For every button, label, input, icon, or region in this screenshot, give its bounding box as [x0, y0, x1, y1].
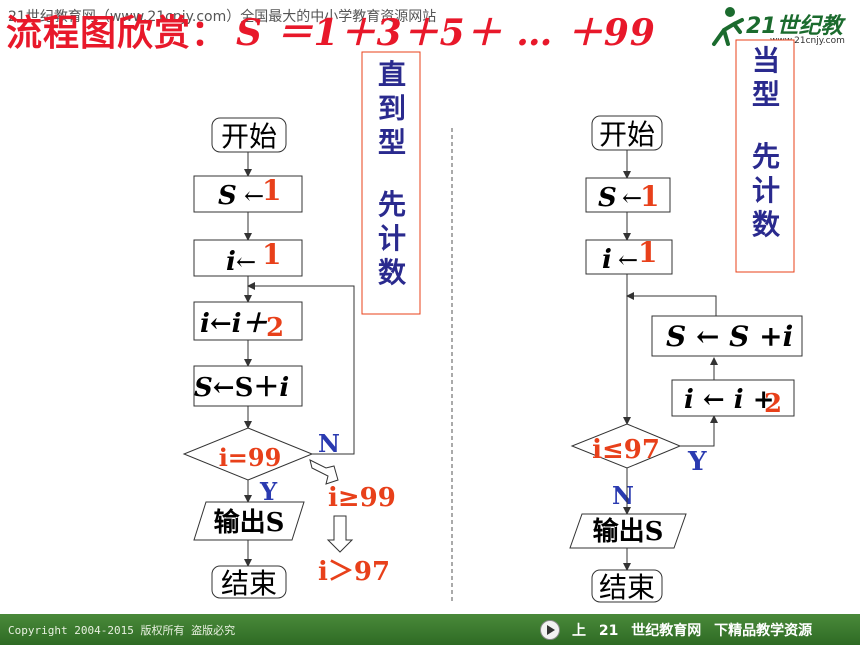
left-hint-arrow-1 — [309, 459, 339, 485]
right-s-init-var: S — [598, 183, 617, 213]
flowchart-diagram: 开始 S ← 1 i ← 1 i←i＋ 2 S←S＋i i=99 N Y — [182, 39, 803, 604]
right-sum-expr: S ← S +i — [666, 320, 793, 353]
right-sum-box — [651, 315, 803, 357]
right-end-label: 结束 — [599, 571, 655, 604]
right-s-init-value: 1 — [640, 180, 659, 213]
left-note-box — [361, 51, 421, 315]
copyright-text: Copyright 2004-2015 版权所有 盗版必究 — [8, 624, 236, 637]
runner-icon — [712, 7, 744, 46]
left-note-char-3: 型 — [378, 126, 406, 159]
right-s-init-arrow: ← — [622, 184, 642, 212]
right-flowchart: 开始 S ← 1 i ← 1 i≤97 Y i ← i + 2 S ← S +i… — [569, 39, 803, 604]
right-i-init-box — [585, 239, 673, 275]
left-output-label: 输出S — [214, 507, 285, 538]
left-step-box — [193, 301, 303, 341]
right-i-init-arrow: ← — [618, 246, 638, 274]
title-formula: S ＝1＋3＋5＋ … ＋99 — [236, 12, 656, 54]
left-end-node — [211, 565, 287, 599]
left-note-char-2: 到 — [378, 92, 406, 125]
page-title: 流程图欣赏：S ＝1＋3＋5＋ … ＋99 — [6, 4, 656, 56]
left-s-init-arrow: ← — [244, 182, 264, 210]
left-step-expr: i←i＋ — [200, 309, 268, 339]
right-i-init-value: 1 — [638, 236, 657, 269]
right-step-box — [671, 379, 795, 417]
right-step-expr: i ← i + — [684, 385, 774, 415]
right-output-label: 输出S — [593, 516, 664, 547]
right-note-char-2: 型 — [752, 78, 780, 111]
right-note-box — [735, 39, 795, 273]
left-no-label: N — [318, 429, 340, 458]
left-start-node — [211, 117, 287, 153]
right-output-node — [569, 513, 687, 549]
right-note-text: 当 型 先 计 数 — [752, 44, 781, 241]
left-sum-box — [193, 365, 303, 407]
right-no-label: N — [612, 481, 634, 510]
left-note-char-5: 先 — [378, 188, 406, 221]
right-note-char-1: 当 — [752, 44, 780, 77]
left-sum-var-s: S — [194, 373, 213, 403]
right-yes-label: Y — [687, 447, 707, 477]
right-loop-line — [626, 292, 717, 316]
left-note-char-7: 数 — [378, 256, 407, 289]
footer-slogan: 上 21 世纪教育网 下精品教学资源 — [572, 623, 813, 639]
left-loop-line — [247, 282, 355, 455]
right-step-value: 2 — [764, 389, 782, 419]
right-decision-label: i≤97 — [592, 435, 660, 465]
left-alt-condition-1: i≥99 — [328, 483, 396, 513]
left-sum-mid: ←S＋ — [213, 373, 280, 403]
right-end-node — [591, 569, 663, 603]
footer-bar — [0, 614, 860, 645]
logo-subtext: www.21cnjy.com — [770, 36, 845, 46]
title-prefix: 流程图欣赏： — [6, 13, 229, 54]
right-yes-line — [680, 415, 718, 447]
left-output-node — [193, 501, 305, 541]
left-yes-label: Y — [259, 477, 278, 506]
right-note-char-4: 先 — [752, 140, 780, 173]
left-sum-var-i: i — [279, 373, 289, 403]
left-i-init-box — [193, 239, 303, 277]
right-note-char-6: 数 — [752, 208, 781, 241]
watermark-text: 21世纪教育网（www.21cnjy.com）全国最大的中小学教育资源网站 — [8, 9, 437, 25]
right-s-init-box — [585, 177, 671, 213]
left-i-init-arrow: ← — [236, 248, 256, 276]
left-end-label: 结束 — [221, 567, 277, 600]
left-decision-label: i=99 — [219, 443, 282, 472]
right-i-init-var: i — [602, 245, 612, 275]
left-step-value: 2 — [266, 313, 284, 343]
left-alt-condition-2: i＞97 — [318, 557, 390, 587]
left-note-char-1: 直 — [378, 58, 406, 91]
left-s-init-value: 1 — [262, 174, 281, 207]
left-hint-arrow-2 — [326, 515, 354, 553]
right-start-label: 开始 — [599, 118, 655, 151]
left-start-label: 开始 — [221, 120, 277, 153]
left-i-init-var: i — [226, 247, 236, 277]
play-icon[interactable] — [540, 620, 560, 640]
right-note-char-5: 计 — [752, 174, 780, 207]
left-note-text: 直 到 型 先 计 数 — [378, 58, 407, 289]
left-s-init-var: S — [218, 181, 237, 211]
left-i-init-value: 1 — [262, 238, 281, 271]
left-flowchart: 开始 S ← 1 i ← 1 i←i＋ 2 S←S＋i i=99 N Y — [182, 51, 421, 600]
left-note-char-6: 计 — [378, 222, 406, 255]
left-sum-expr: S←S＋i — [194, 373, 289, 403]
